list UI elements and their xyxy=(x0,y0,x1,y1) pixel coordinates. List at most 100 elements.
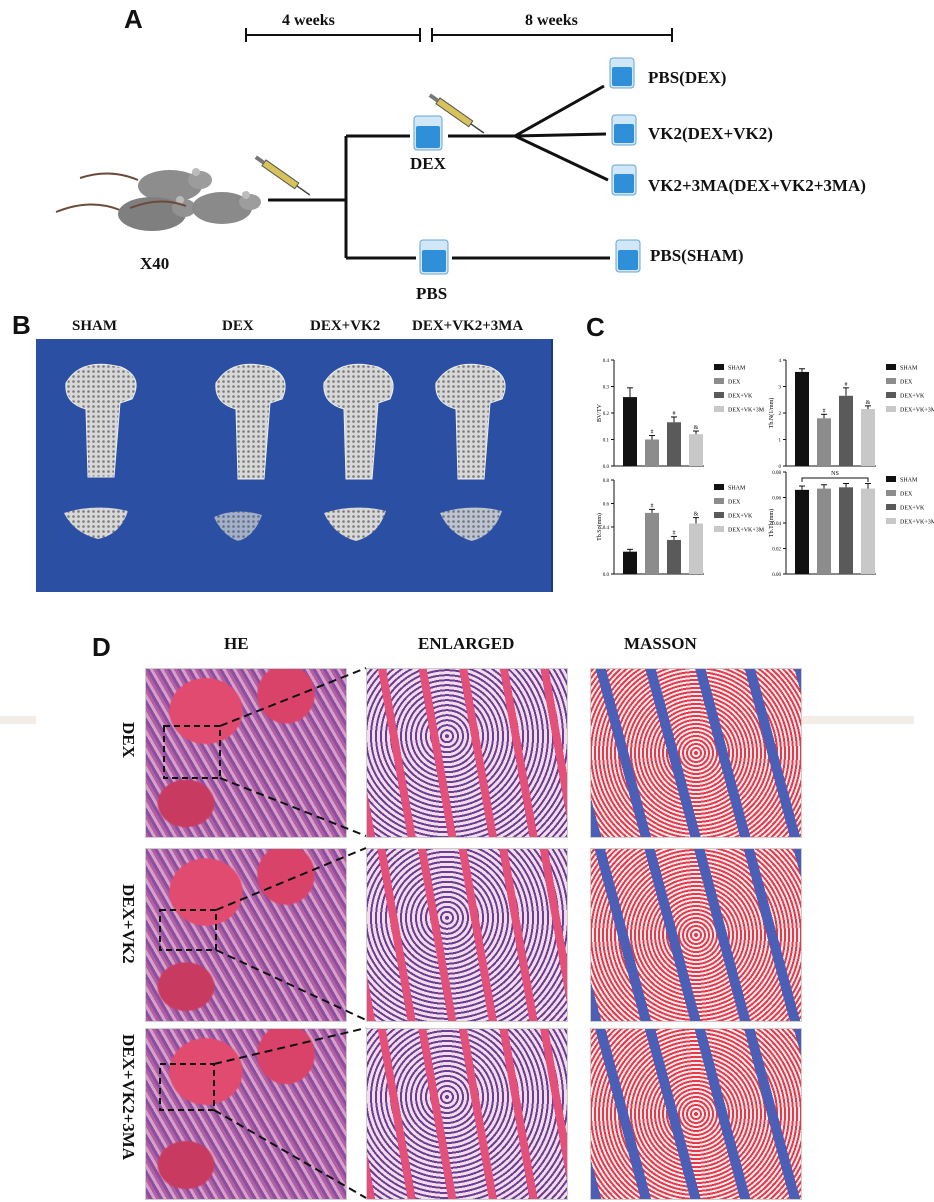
legend-swatch xyxy=(886,518,896,524)
group-label: PBS(DEX) xyxy=(648,68,727,87)
femur-3d-image xyxy=(215,363,286,480)
panel-d-letter: D xyxy=(92,632,111,662)
legend-label: DEX+VK xyxy=(728,514,753,520)
enlarged-he-image xyxy=(366,848,568,1022)
enlarged-he-image xyxy=(366,668,568,838)
legend-swatch xyxy=(886,504,896,510)
he-stain-image xyxy=(145,668,347,838)
femur-3d-image xyxy=(323,363,394,480)
rat-icon xyxy=(79,168,212,202)
histology-column-title: HE xyxy=(224,634,249,653)
legend-label: DEX+VK+3MA xyxy=(900,408,934,414)
legend-label: DEX xyxy=(900,380,913,386)
legend-label: DEX+VK xyxy=(728,394,753,400)
ct-column-title: DEX+VK2 xyxy=(310,318,381,334)
y-tick-label: 0.0 xyxy=(603,465,610,470)
panel-b-letter: B xyxy=(12,310,31,340)
bar xyxy=(623,397,637,466)
ct-column-title: SHAM xyxy=(72,318,117,334)
y-axis-label: Tb.Sp(mm) xyxy=(596,513,603,541)
significance-marker: # xyxy=(673,411,676,417)
y-tick-label: 0.1 xyxy=(603,439,610,444)
legend-swatch xyxy=(886,476,896,482)
bar xyxy=(795,371,809,466)
trabecular-cross-section-image xyxy=(64,507,128,539)
rats-count-label: X40 xyxy=(140,254,170,273)
group-label: VK2(DEX+VK2) xyxy=(648,124,773,143)
y-tick-label: 3 xyxy=(779,386,782,391)
y-tick-label: 0.4 xyxy=(603,526,610,531)
legend-label: DEX xyxy=(728,380,741,386)
legend-label: SHAM xyxy=(728,366,746,372)
he-stain-image xyxy=(145,848,347,1022)
legend-label: DEX+VK+3MA xyxy=(728,528,764,534)
histology-row-title: DEX+VK2+3MA xyxy=(119,1034,138,1161)
bar xyxy=(645,512,659,574)
histology-row-title: DEX xyxy=(119,722,138,758)
significance-marker: & xyxy=(694,512,699,518)
trabecular-cross-section-image xyxy=(214,511,262,541)
legend-swatch xyxy=(886,378,896,384)
background-band xyxy=(0,716,36,724)
flask-icon xyxy=(413,115,443,151)
legend-label: DEX+VK+3MA xyxy=(728,408,764,414)
bvtv-bar-chart: 0.00.10.20.30.4BV/TV##&SHAMDEXDEX+VKDEX+… xyxy=(597,359,764,470)
femur-3d-image xyxy=(435,363,506,480)
ct-column-title: DEX+VK2+3MA xyxy=(412,318,524,334)
y-tick-label: 2 xyxy=(779,412,782,417)
bar xyxy=(817,418,831,466)
significance-marker: # xyxy=(651,503,654,509)
masson-stain-image xyxy=(590,668,802,838)
legend-swatch xyxy=(886,490,896,496)
significance-marker: & xyxy=(694,425,699,431)
y-axis-label: Tb.Th(mm) xyxy=(768,509,775,537)
y-tick-label: 0.6 xyxy=(603,503,610,508)
syringe-icon xyxy=(428,93,485,134)
legend-swatch xyxy=(886,406,896,412)
significance-marker: # xyxy=(845,382,848,388)
flask-icon xyxy=(419,239,449,275)
flask-icon xyxy=(609,57,635,89)
y-tick-label: 0 xyxy=(779,465,782,470)
bar xyxy=(689,434,703,466)
ns-label: NS xyxy=(831,471,839,477)
y-tick-label: 0.8 xyxy=(603,479,610,484)
masson-stain-image xyxy=(590,848,802,1022)
ns-bracket xyxy=(801,477,869,482)
legend-swatch xyxy=(714,526,724,532)
group-label: VK2+3MA(DEX+VK2+3MA) xyxy=(648,176,866,195)
tbth-bar-chart: 0.000.020.040.060.08Tb.Th(mm)NSSHAMDEXDE… xyxy=(768,471,934,578)
legend-swatch xyxy=(886,364,896,370)
bar xyxy=(667,539,681,574)
y-tick-label: 4 xyxy=(779,359,782,364)
bar xyxy=(861,488,875,574)
y-axis-label: BV/TV xyxy=(597,403,603,422)
y-tick-label: 0.0 xyxy=(603,573,610,578)
legend-label: DEX xyxy=(900,492,913,498)
trabecular-cross-section-image xyxy=(440,507,502,541)
micro-ct-panel xyxy=(36,339,553,592)
bar xyxy=(839,395,853,466)
y-tick-label: 0.04 xyxy=(772,522,781,527)
panel-c-letter: C xyxy=(586,312,605,342)
y-tick-label: 0.02 xyxy=(772,548,781,553)
y-tick-label: 0.06 xyxy=(772,497,781,502)
legend-swatch xyxy=(714,484,724,490)
legend-label: DEX xyxy=(728,500,741,506)
background-band xyxy=(800,716,914,724)
pbs-label: PBS xyxy=(416,284,448,303)
he-stain-image xyxy=(145,1028,347,1200)
bar xyxy=(839,487,853,574)
trabecular-cross-section-image xyxy=(324,507,386,541)
legend-swatch xyxy=(714,498,724,504)
legend-swatch xyxy=(714,364,724,370)
significance-marker: # xyxy=(673,530,676,536)
panel-a-letter: A xyxy=(124,4,143,34)
legend-label: DEX+VK+3MA xyxy=(900,520,934,526)
histology-column-title: ENLARGED xyxy=(418,634,515,653)
histology-column-title: MASSON xyxy=(624,634,697,653)
flask-icon xyxy=(611,114,637,146)
legend-swatch xyxy=(714,392,724,398)
y-tick-label: 0.00 xyxy=(772,573,781,578)
